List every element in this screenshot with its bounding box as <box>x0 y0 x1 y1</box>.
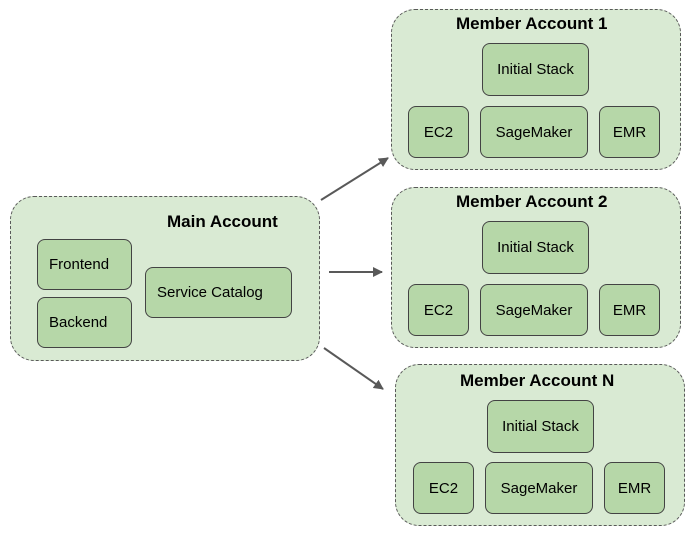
member-account-n-box: Member Account N Initial Stack EC2 SageM… <box>395 364 685 526</box>
sagemaker-box: SageMaker <box>485 462 593 514</box>
member-account-2-box: Member Account 2 Initial Stack EC2 SageM… <box>391 187 681 348</box>
emr-box: EMR <box>599 284 660 336</box>
emr-box: EMR <box>604 462 665 514</box>
main-account-title: Main Account <box>167 212 278 231</box>
arrow-to-member-account-n <box>323 347 384 390</box>
service-catalog-box: Service Catalog <box>145 267 292 318</box>
frontend-box: Frontend <box>37 239 132 290</box>
ec2-box: EC2 <box>413 462 474 514</box>
initial-stack-box: Initial Stack <box>487 400 594 453</box>
ec2-box: EC2 <box>408 106 469 158</box>
member-account-2-title: Member Account 2 <box>456 192 608 211</box>
member-account-1-title: Member Account 1 <box>456 14 608 33</box>
main-account-box: Main Account Frontend Backend Service Ca… <box>10 196 320 361</box>
sagemaker-box: SageMaker <box>480 284 588 336</box>
sagemaker-box: SageMaker <box>480 106 588 158</box>
arrow-to-member-account-1 <box>320 157 389 201</box>
backend-box: Backend <box>37 297 132 348</box>
member-account-1-box: Member Account 1 Initial Stack EC2 SageM… <box>391 9 681 170</box>
initial-stack-box: Initial Stack <box>482 221 589 274</box>
ec2-box: EC2 <box>408 284 469 336</box>
initial-stack-box: Initial Stack <box>482 43 589 96</box>
member-account-n-title: Member Account N <box>460 371 615 390</box>
emr-box: EMR <box>599 106 660 158</box>
